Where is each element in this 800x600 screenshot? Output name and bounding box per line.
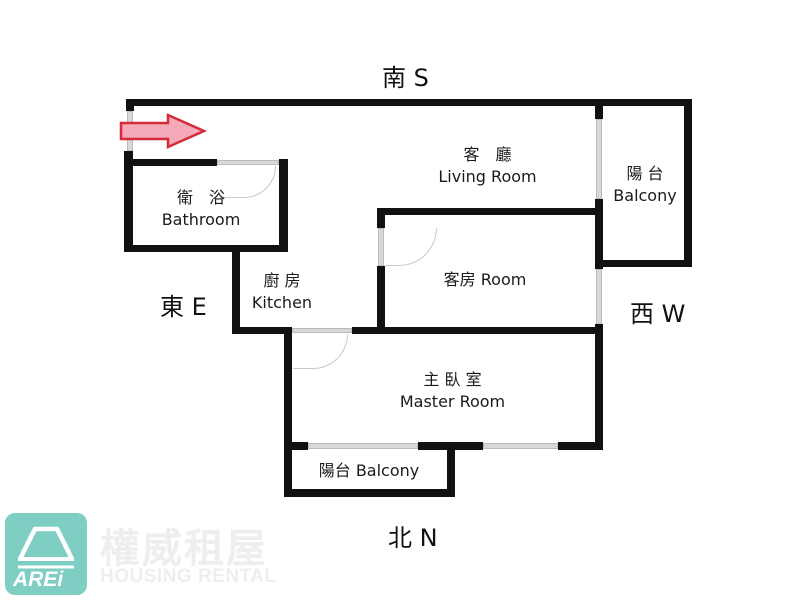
wall xyxy=(124,245,288,252)
room-bathroom-en: Bathroom xyxy=(161,210,241,229)
wall xyxy=(377,208,385,228)
logo-mark-text: AREi xyxy=(13,568,64,591)
wall xyxy=(595,99,603,119)
wall xyxy=(124,151,133,252)
room-balcony-west-cn: 陽 台 xyxy=(626,164,664,183)
wall xyxy=(124,159,217,166)
door-frame xyxy=(378,228,384,266)
house-roof-icon xyxy=(17,526,75,569)
wall xyxy=(596,260,692,267)
room-master-cn: 主 臥 室 xyxy=(423,370,482,389)
window xyxy=(483,443,558,449)
room-balcony-west: 陽 台 Balcony xyxy=(606,163,684,207)
wall xyxy=(232,245,240,334)
wall xyxy=(595,199,603,269)
window xyxy=(596,119,602,199)
door-frame xyxy=(292,328,352,333)
room-guest: 客房 Room xyxy=(443,270,527,289)
wall xyxy=(126,99,134,111)
logo-badge xyxy=(5,513,87,595)
wall xyxy=(595,324,603,449)
wall xyxy=(558,442,603,450)
wall xyxy=(279,159,288,252)
wall xyxy=(284,327,292,497)
wall xyxy=(232,327,292,334)
wall xyxy=(352,327,602,334)
wall xyxy=(284,442,308,450)
room-living-en: Living Room xyxy=(438,167,537,186)
room-kitchen-cn: 廚 房 xyxy=(263,271,301,290)
room-kitchen-en: Kitchen xyxy=(251,293,313,312)
room-master-en: Master Room xyxy=(399,392,506,411)
room-bathroom: 衛 浴 Bathroom xyxy=(146,187,256,231)
wall xyxy=(377,208,600,215)
logo-name-en: HOUSING RENTAL xyxy=(100,566,277,587)
logo-name-cn: 權威租屋 xyxy=(100,526,268,572)
room-balcony-north: 陽台 Balcony xyxy=(318,461,420,480)
room-living-cn: 客 廳 xyxy=(463,145,512,164)
entrance-arrow-icon xyxy=(119,113,208,149)
room-balcony-west-en: Balcony xyxy=(613,186,677,205)
wall xyxy=(684,99,692,267)
wall xyxy=(447,442,455,497)
window xyxy=(308,443,418,449)
compass-east: 東 E xyxy=(160,293,207,321)
room-bathroom-cn: 衛 浴 xyxy=(176,188,225,207)
compass-north: 北 N xyxy=(388,524,438,552)
room-master: 主 臥 室 Master Room xyxy=(385,369,520,413)
door-frame xyxy=(217,160,279,165)
master-door-swing xyxy=(293,334,348,369)
compass-south: 南 S xyxy=(382,64,429,92)
wall xyxy=(126,99,692,106)
compass-west: 西 W xyxy=(630,300,686,328)
room-kitchen: 廚 房 Kitchen xyxy=(242,270,322,314)
wall xyxy=(284,489,455,497)
room-living: 客 廳 Living Room xyxy=(420,144,555,188)
window xyxy=(596,269,602,324)
guest-door-swing xyxy=(385,228,437,266)
wall xyxy=(377,266,385,332)
